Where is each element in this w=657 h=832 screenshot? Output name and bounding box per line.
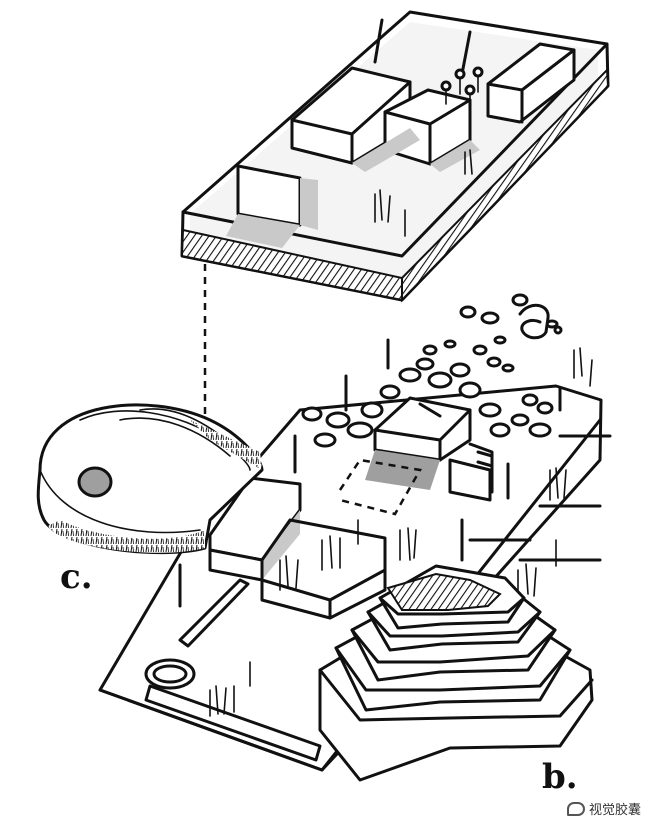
central-block	[338, 396, 494, 516]
mound-pit	[79, 468, 111, 496]
long-bench	[144, 684, 322, 762]
walkway-beam	[178, 578, 250, 648]
chat-bubble-icon	[566, 801, 585, 816]
ground-site-plane	[60, 293, 612, 772]
ground-people	[209, 347, 593, 717]
upper-building-volume	[180, 10, 610, 303]
upper-rooms	[226, 18, 576, 248]
terraced-steps	[318, 564, 594, 782]
grass-mound	[36, 403, 264, 555]
label-a: a.	[520, 300, 521, 301]
courtyard-frame	[260, 518, 387, 620]
label-c: c.	[60, 557, 93, 597]
terrace-top-hatch	[386, 572, 502, 611]
rock-field	[301, 293, 559, 448]
roof-lamps	[440, 66, 484, 109]
ring-seat	[144, 658, 196, 690]
label-b: b.	[542, 757, 578, 797]
watermark-text: 视觉胶囊	[588, 803, 641, 818]
upper-people	[374, 149, 473, 237]
side-facade-band	[401, 67, 610, 303]
rock-letter-a	[518, 303, 563, 340]
watermark: 视觉胶囊	[566, 799, 641, 818]
